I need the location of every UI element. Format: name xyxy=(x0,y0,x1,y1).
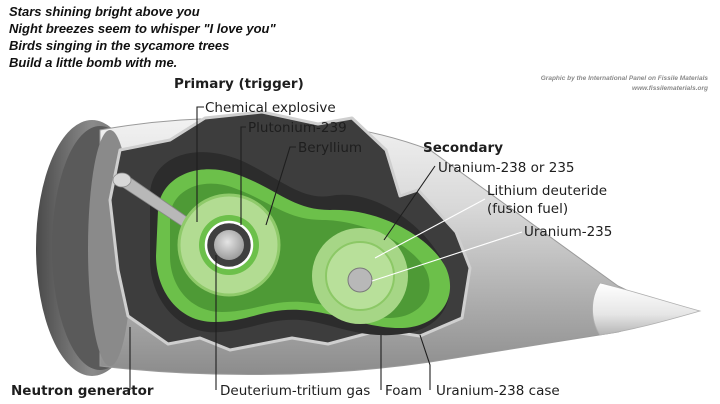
leader-u238-case xyxy=(419,334,431,390)
caption-line: Night breezes seem to whisper "I love yo… xyxy=(9,21,276,36)
label-fusion-fuel: (fusion fuel) xyxy=(487,201,568,217)
label-lithium-deuteride: Lithium deuteride xyxy=(487,183,607,199)
leader-plutonium xyxy=(240,126,246,225)
label-foam: Foam xyxy=(385,383,422,399)
label-chemical-explosive: Chemical explosive xyxy=(205,100,336,116)
graphic-credit: Graphic by the International Panel on Fi… xyxy=(541,74,708,94)
secondary-uranium-235-core xyxy=(347,267,373,293)
caption-line: Stars shining bright above you xyxy=(9,4,200,19)
primary-explosive-ring xyxy=(177,193,281,297)
leader-lithium xyxy=(374,198,486,259)
leader-chemical-explosive xyxy=(196,106,204,222)
neutron-generator-cap xyxy=(112,172,132,188)
primary-header: Primary (trigger) xyxy=(174,76,304,92)
label-uranium-235: Uranium-235 xyxy=(524,224,612,240)
leader-uranium-238-or-235 xyxy=(383,165,436,241)
cone-tip xyxy=(592,282,702,336)
credit-url: www.fissilematerials.org xyxy=(632,85,708,92)
label-uranium-238-or-235: Uranium-238 or 235 xyxy=(438,160,575,176)
song-caption: Stars shining bright above you Night bre… xyxy=(9,3,276,71)
leader-beryllium xyxy=(265,146,296,226)
caption-line: Birds singing in the sycamore trees xyxy=(9,38,230,53)
primary-dt-gas-core xyxy=(214,230,244,260)
leader-uranium-235 xyxy=(371,231,523,282)
label-beryllium: Beryllium xyxy=(298,140,362,156)
label-neutron-generator: Neutron generator xyxy=(11,383,154,399)
label-plutonium-239: Plutonium-239 xyxy=(248,120,347,136)
secondary-header: Secondary xyxy=(423,140,503,156)
label-dt-gas: Deuterium-tritium gas xyxy=(220,383,370,399)
caption-line: Build a little bomb with me. xyxy=(9,55,178,70)
label-uranium-238-case: Uranium-238 case xyxy=(436,383,560,399)
credit-line: Graphic by the International Panel on Fi… xyxy=(540,75,708,82)
